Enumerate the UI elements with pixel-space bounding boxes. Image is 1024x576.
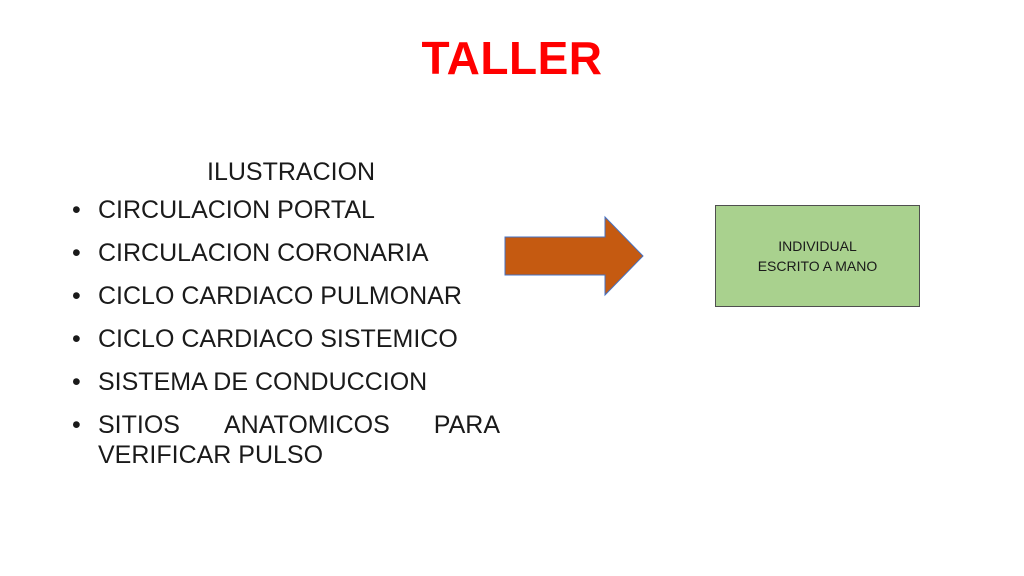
list-item: • SITIOS ANATOMICOS PARA VERIFICAR PULSO bbox=[72, 410, 500, 470]
list-item-text: CICLO CARDIACO SISTEMICO bbox=[98, 325, 458, 353]
bullet-list: • CIRCULACION PORTAL • CIRCULACION CORON… bbox=[72, 195, 500, 470]
slide-title: TALLER bbox=[421, 32, 603, 84]
bullet-icon: • bbox=[72, 282, 81, 310]
note-box-line: ESCRITO A MANO bbox=[757, 258, 878, 274]
bullet-icon: • bbox=[72, 325, 81, 353]
list-item: • SISTEMA DE CONDUCCION bbox=[72, 367, 500, 397]
note-box-line: INDIVIDUAL bbox=[778, 238, 857, 254]
list-item: • CICLO CARDIACO PULMONAR bbox=[72, 281, 500, 311]
list-item-text: CIRCULACION CORONARIA bbox=[98, 239, 429, 267]
list-item-word: ANATOMICOS bbox=[223, 411, 390, 439]
list-item-text: CIRCULACION PORTAL bbox=[98, 196, 375, 224]
list-item-line: SITIOS ANATOMICOS PARA bbox=[98, 410, 500, 440]
list-item-word: SITIOS bbox=[98, 411, 180, 439]
list-item-line: VERIFICAR PULSO bbox=[98, 441, 324, 469]
bullet-icon: • bbox=[72, 196, 81, 224]
bullet-icon: • bbox=[72, 239, 81, 267]
content-heading: ILUSTRACION bbox=[207, 158, 376, 186]
list-item-word: PARA bbox=[433, 411, 500, 439]
list-item: • CIRCULACION CORONARIA bbox=[72, 238, 500, 268]
list-item-text: CICLO CARDIACO PULMONAR bbox=[98, 282, 462, 310]
list-item: • CIRCULACION PORTAL bbox=[72, 195, 500, 225]
list-item-text: SISTEMA DE CONDUCCION bbox=[98, 368, 428, 396]
bullet-icon: • bbox=[72, 411, 81, 439]
arrow-shape bbox=[504, 215, 644, 297]
right-arrow-icon bbox=[504, 215, 644, 297]
content-block: ILUSTRACION • CIRCULACION PORTAL • CIRCU… bbox=[72, 152, 500, 470]
bullet-icon: • bbox=[72, 368, 81, 396]
note-box: INDIVIDUAL ESCRITO A MANO bbox=[715, 205, 920, 307]
list-item: • CICLO CARDIACO SISTEMICO bbox=[72, 324, 500, 354]
